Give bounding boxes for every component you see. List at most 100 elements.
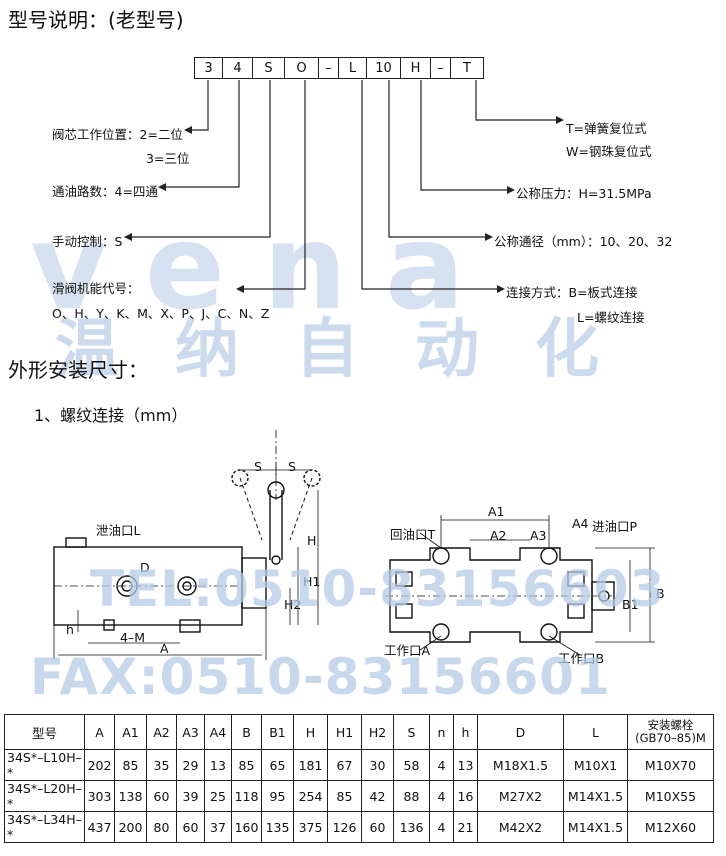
label-h2: H2 [284, 597, 302, 612]
header-cell: A1 [114, 714, 147, 750]
model-cell: 34S*–L34H–* [4, 811, 85, 843]
table-cell: M10X70 [627, 749, 714, 781]
table-cell: 303 [84, 780, 115, 812]
table-cell: 138 [114, 780, 147, 812]
table-cell: 30 [361, 749, 394, 781]
table-cell: 437 [84, 811, 115, 843]
table-cell: 42 [361, 780, 394, 812]
table-cell: 25 [204, 780, 232, 812]
label-4m: 4–M [120, 630, 145, 645]
header-cell: B1 [261, 714, 294, 750]
header-cell: H [293, 714, 328, 750]
header-cell: S [393, 714, 430, 750]
table-cell: 13 [204, 749, 232, 781]
table-cell: M27X2 [477, 780, 564, 812]
label-diameter: 公称通径（mm）：10、20、32 [494, 234, 673, 249]
page-title: 型号说明：(老型号) [8, 8, 184, 32]
table-cell: 58 [393, 749, 430, 781]
table-cell: 67 [327, 749, 362, 781]
header-cell: 型号 [4, 714, 85, 750]
label-connection: 连接方式：B=板式连接 [506, 285, 638, 300]
table-cell: 29 [176, 749, 205, 781]
header-cell: B [231, 714, 262, 750]
label-return-spring: T=弹簧复位式 [566, 121, 647, 136]
label-s-left: S [254, 459, 262, 474]
table-cell: M10X55 [627, 780, 714, 812]
label-inlet-port: 进油口P [592, 519, 638, 534]
subsection-title: 1、螺纹连接（mm） [34, 406, 188, 425]
label-h1: H1 [303, 574, 321, 589]
table-cell: 60 [361, 811, 394, 843]
header-cell: 安装螺栓 (GB70–85)M [627, 714, 714, 750]
table-cell: 21 [453, 811, 478, 843]
table-cell: 181 [293, 749, 328, 781]
table-cell: 375 [293, 811, 328, 843]
side-view-drawing [53, 430, 321, 660]
header-cell: A3 [176, 714, 205, 750]
table-cell: 85 [231, 749, 262, 781]
label-s-right: S [288, 459, 296, 474]
label-pressure: 公称压力：H=31.5MPa [516, 186, 652, 201]
table-cell: 16 [453, 780, 478, 812]
label-h-big: H [307, 533, 317, 548]
label-connection-thread: L=螺纹连接 [577, 310, 645, 325]
label-a4: A4 [572, 516, 589, 531]
header-cell: h [453, 714, 478, 750]
label-d: D [140, 560, 150, 575]
code-cell: 4 [222, 57, 252, 79]
label-manual: 手动控制：S [52, 234, 123, 249]
table-cell: M12X60 [627, 811, 714, 843]
table-cell: 65 [261, 749, 294, 781]
label-return-port: 回油口T [390, 527, 436, 542]
label-spool-position: 阀芯工作位置：2=二位 [52, 127, 183, 142]
table-cell: 254 [293, 780, 328, 812]
table-cell: 85 [327, 780, 362, 812]
header-cell: H2 [361, 714, 394, 750]
table-cell: M14X1.5 [563, 780, 628, 812]
section-title: 外形安装尺寸： [8, 358, 148, 382]
header-cell: A [84, 714, 115, 750]
code-cell: – [318, 57, 338, 79]
code-cell: 3 [194, 57, 222, 79]
header-cell: A2 [146, 714, 177, 750]
code-cell: – [430, 57, 450, 79]
model-cell: 34S*–L10H–* [4, 749, 85, 781]
table-cell: 136 [393, 811, 430, 843]
label-spool-position-3: 3=三位 [146, 151, 190, 166]
label-b: B [656, 586, 665, 601]
label-a1: A1 [488, 504, 505, 519]
header-cell: D [477, 714, 564, 750]
table-cell: 118 [231, 780, 262, 812]
code-cell: O [284, 57, 318, 79]
label-drain-port: 泄油口L [96, 523, 141, 538]
header-cell: A4 [204, 714, 232, 750]
table-cell: 60 [146, 780, 177, 812]
dimension-table: 型号 A A1 A2 A3 A4 B B1 H H1 H2 S n h D L … [4, 714, 714, 843]
label-a: A [160, 641, 169, 656]
table-cell: 88 [393, 780, 430, 812]
table-cell: 135 [261, 811, 294, 843]
header-cell: H1 [327, 714, 362, 750]
table-cell: 95 [261, 780, 294, 812]
label-function: 滑阀机能代号： [52, 281, 140, 296]
label-b1: B1 [622, 597, 639, 612]
table-cell: 37 [204, 811, 232, 843]
code-cell: L [338, 57, 366, 79]
table-cell: 35 [146, 749, 177, 781]
code-cell: S [252, 57, 284, 79]
table-cell: 39 [176, 780, 205, 812]
model-code-boxes: 3 4 S O – L 10 H – T [194, 57, 484, 79]
label-h-small: h [66, 622, 74, 637]
top-view-drawing [385, 515, 655, 656]
table-cell: M18X1.5 [477, 749, 564, 781]
label-work-port-b: 工作口B [558, 651, 605, 666]
label-work-port-a: 工作口A [384, 643, 431, 658]
code-cell: T [450, 57, 484, 79]
watermark-brand: vena [30, 198, 503, 336]
table-cell: 4 [429, 749, 454, 781]
header-cell: n [429, 714, 454, 750]
